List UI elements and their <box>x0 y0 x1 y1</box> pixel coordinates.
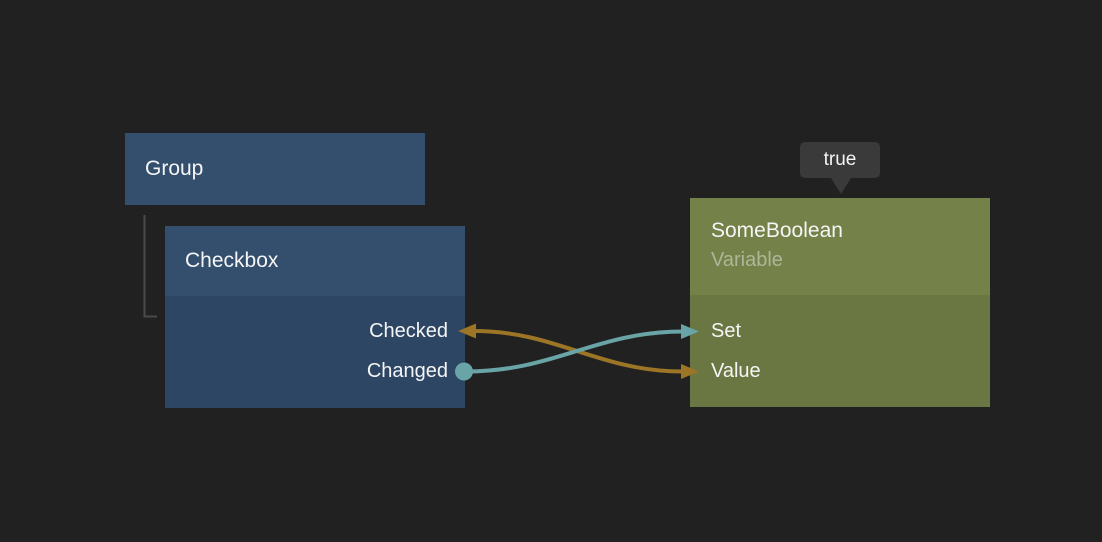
someboolean-node-header[interactable]: SomeBoolean Variable <box>690 198 990 295</box>
node-group[interactable]: Group <box>125 133 425 205</box>
someboolean-node-title: SomeBoolean <box>711 219 843 242</box>
port-changed[interactable]: Changed <box>366 359 448 382</box>
group-child-connector <box>143 215 157 318</box>
someboolean-node-subtitle: Variable <box>711 249 783 271</box>
port-set[interactable]: Set <box>711 319 742 342</box>
someboolean-node-body: Set Value <box>690 295 990 407</box>
port-checked[interactable]: Checked <box>369 319 448 342</box>
value-tooltip-text: true <box>823 149 857 170</box>
node-checkbox[interactable]: Checkbox Checked Changed <box>165 226 465 408</box>
value-tooltip: true <box>800 142 880 194</box>
checkbox-node-title: Checkbox <box>185 249 279 272</box>
checkbox-node-body: Checked Changed <box>165 296 465 408</box>
wire-value-to-checked[interactable] <box>473 329 684 374</box>
tooltip-tail <box>831 178 851 194</box>
node-someboolean[interactable]: SomeBoolean Variable Set Value <box>690 198 990 407</box>
checkbox-node-header[interactable]: Checkbox <box>165 226 465 296</box>
group-node-title: Group <box>145 157 204 180</box>
port-value[interactable]: Value <box>711 359 761 382</box>
wire-changed-to-set[interactable] <box>465 329 684 374</box>
